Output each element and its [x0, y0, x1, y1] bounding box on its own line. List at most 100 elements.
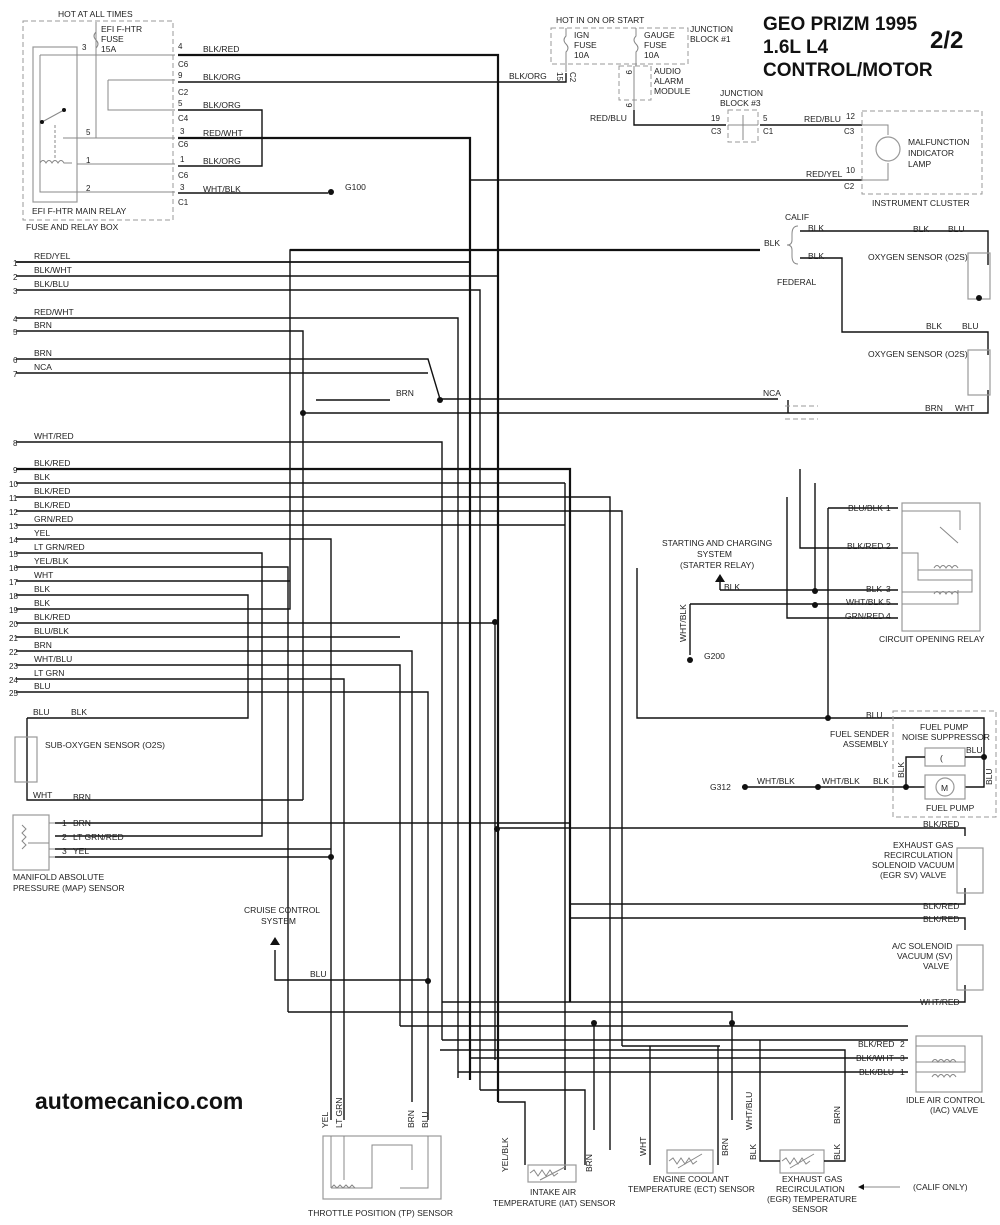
fuse-label: EFI F-HTR	[101, 24, 142, 34]
ecm-pin-number: 18	[9, 592, 18, 601]
relay-outline	[32, 46, 78, 203]
iac-valve-label: IDLE AIR CONTROL	[906, 1095, 985, 1105]
wire-color-label: BLK	[724, 582, 740, 592]
wire-color-label: BLK/ORG	[203, 156, 241, 166]
iac-valve-label: (IAC) VALVE	[930, 1105, 979, 1115]
relay-internal-wires	[63, 22, 175, 193]
ecm-pin-wire-label: YEL/BLK	[34, 556, 69, 566]
egr-sv-label: RECIRCULATION	[884, 850, 953, 860]
fuel-sender-label: ASSEMBLY	[843, 739, 889, 749]
arrow-up-icon	[270, 937, 280, 945]
ign-fuse-icon	[563, 28, 569, 72]
egr-sv-label: EXHAUST GAS	[893, 840, 954, 850]
arrow-up-icon	[715, 574, 725, 582]
iat-sensor: YEL/BLK BRN INTAKE AIR TEMPERATURE (IAT)…	[493, 1137, 615, 1208]
wire-color-label: BLK/BLU	[859, 1067, 894, 1077]
sub-oxygen-sensor-label: SUB-OXYGEN SENSOR (O2S)	[45, 740, 165, 750]
gauge-fuse-icon	[633, 28, 639, 66]
wire-color-label: BRN	[73, 818, 91, 828]
ect-sensor-label: TEMPERATURE (ECT) SENSOR	[628, 1184, 755, 1194]
wire-color-label: BLK	[71, 707, 87, 717]
ecm-wire-24	[16, 678, 345, 1120]
connector-id: C3	[711, 127, 722, 136]
ground-g200-icon	[687, 657, 693, 663]
fuse-label: FUSE	[101, 34, 124, 44]
iat-sensor-icon	[527, 1164, 577, 1183]
iac-internal	[916, 1045, 966, 1073]
splice-dot	[729, 1020, 735, 1026]
alarm-module-label: MODULE	[654, 86, 691, 96]
wire-map-sensor	[140, 822, 570, 850]
connector-id: C1	[763, 127, 774, 136]
ecm-pin-wire-label: BLK	[34, 598, 50, 608]
wire-color-label: BRN	[396, 388, 414, 398]
map-potentiometer	[21, 822, 55, 858]
wire-color-label: BLK/RED	[923, 819, 959, 829]
tp-internal	[330, 1136, 429, 1189]
ecm-pin-wire-label: LT GRN/RED	[34, 542, 85, 552]
splice-dot	[812, 602, 818, 608]
circuit-opening-relay-outline	[901, 502, 981, 632]
starting-system-label: STARTING AND CHARGING	[662, 538, 772, 548]
relay-pin: 3	[82, 43, 87, 52]
arrow-left-icon	[858, 1184, 864, 1190]
pin-number: 3	[900, 1053, 905, 1063]
splice-dot	[825, 715, 831, 721]
title-line-3: CONTROL/MOTOR	[763, 60, 933, 81]
hot-at-all-times-label: HOT AT ALL TIMES	[58, 9, 133, 19]
ecm-pin-number: 7	[13, 370, 18, 379]
ecm-pin-number: 12	[9, 508, 18, 517]
title-line-1: GEO PRIZM 1995	[763, 14, 918, 35]
ground-g100-icon	[328, 189, 334, 195]
ecm-pin-number: 9	[13, 466, 18, 475]
instrument-cluster-label: INSTRUMENT CLUSTER	[872, 198, 970, 208]
wire-solenoid-valves	[442, 827, 966, 1003]
ecm-wire-15	[16, 552, 263, 837]
ecm-wire-9	[16, 467, 572, 1002]
fuse-label: FUSE	[574, 40, 597, 50]
motor-icon	[935, 777, 955, 797]
federal-label: FEDERAL	[777, 277, 816, 287]
ecm-pin-wire-label: BLK/RED	[34, 612, 70, 622]
wire-color-label: BLU	[866, 710, 883, 720]
iat-sensor-label: TEMPERATURE (IAT) SENSOR	[493, 1198, 615, 1208]
wire-color-label: RED/BLU	[590, 113, 627, 123]
fuse-label: FUSE	[644, 40, 667, 50]
oxygen-sensors: CALIF FEDERAL BLK BLK BLK BLK BLU OXYGEN…	[763, 212, 991, 420]
oxygen-sensor-label: OXYGEN SENSOR (O2S)	[868, 252, 968, 262]
ecm-pin-wire-label: LT GRN	[34, 668, 64, 678]
instrument-cluster: MALFUNCTION INDICATOR LAMP INSTRUMENT CL…	[804, 110, 983, 208]
oxygen-sensor-label: OXYGEN SENSOR (O2S)	[868, 349, 968, 359]
wire-egr-temp	[440, 1040, 846, 1150]
map-wires	[55, 822, 331, 858]
wire-color-label: RED/YEL	[806, 169, 843, 179]
wire-color-label: BRN	[720, 1138, 730, 1156]
ecm-pin-wire-label: BLU/BLK	[34, 626, 69, 636]
shield-icon	[785, 405, 818, 420]
ecm-pin-number: 10	[9, 480, 18, 489]
wire-color-label: WHT/BLK	[846, 597, 884, 607]
ecm-pin-wire-label: BLK	[34, 584, 50, 594]
wire-ect	[622, 1045, 720, 1165]
cruise-control: CRUISE CONTROL SYSTEM BLU	[244, 905, 327, 979]
pin-number: 4	[178, 42, 183, 51]
tp-sensor: YEL LT GRN BRN BLU THROTTLE POSITION (TP…	[308, 1098, 453, 1218]
relay-switch-icon	[41, 109, 65, 123]
pin-number: 3	[62, 846, 67, 856]
wire-color-label: BRN	[73, 792, 91, 802]
wire-color-label: LT GRN	[334, 1098, 344, 1128]
ecm-pin-wire-label: BRN	[34, 348, 52, 358]
relay-pin: 2	[86, 184, 91, 193]
ecm-wire-8	[16, 441, 443, 1040]
ecm-pin-number: 15	[9, 550, 18, 559]
ecm-pin-wire-label: BLK/RED	[34, 500, 70, 510]
malfunction-lamp-icon	[875, 136, 901, 162]
fuel-pump-motor-box	[924, 774, 966, 800]
pin-number: 1	[180, 155, 185, 164]
lamp-wire	[862, 124, 889, 181]
connector-id: C6	[178, 60, 189, 69]
ecm-pin-wire-label: NCA	[34, 362, 52, 372]
iac-valve-outline	[915, 1035, 983, 1093]
wire-to-fuel-sender	[636, 568, 840, 719]
splice-dot	[425, 978, 431, 984]
